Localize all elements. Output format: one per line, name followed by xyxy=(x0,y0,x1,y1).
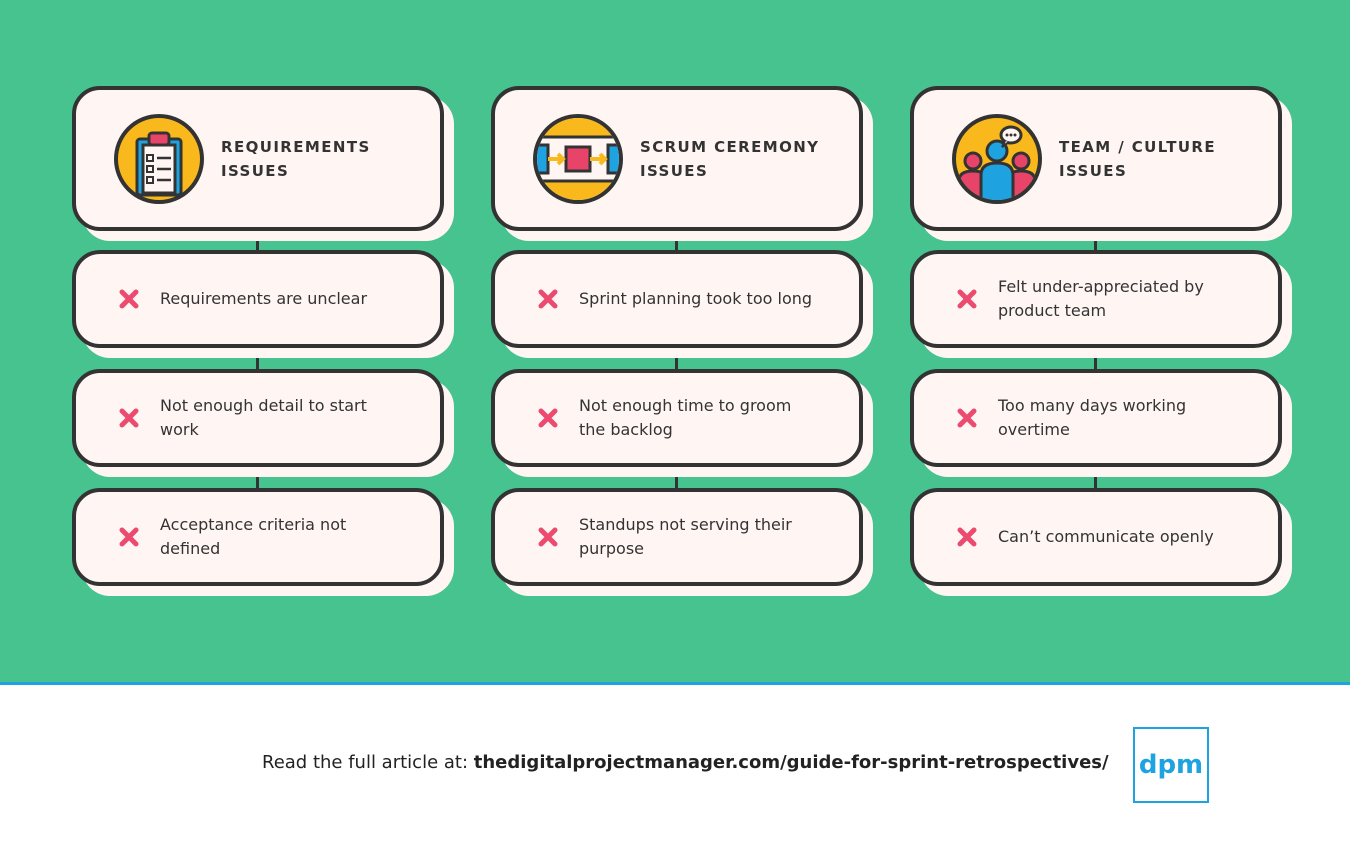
connector-line xyxy=(256,231,259,488)
issue-text: Felt under-appreciated by product team xyxy=(998,277,1204,320)
footer-caption: Read the full article at: thedigitalproj… xyxy=(262,752,1109,773)
issue-card: Too many days working overtime xyxy=(910,369,1292,477)
dpm-logo: dpm xyxy=(1133,727,1209,803)
issue-card: Standups not serving their purpose xyxy=(491,488,873,596)
header-card-scrum-ceremony: SCRUM CEREMONY ISSUES xyxy=(491,86,873,241)
x-mark-icon xyxy=(538,408,558,428)
column-requirements: REQUIREMENTS ISSUES Requirements are unc… xyxy=(72,0,454,682)
issue-card: Sprint planning took too long xyxy=(491,250,873,358)
header-title: REQUIREMENTS ISSUES xyxy=(221,137,371,180)
column-team-culture: TEAM / CULTURE ISSUES Felt under-appreci… xyxy=(910,0,1292,682)
x-mark-icon xyxy=(957,289,977,309)
process-flow-icon xyxy=(532,113,624,205)
issue-card: Acceptance criteria not defined xyxy=(72,488,454,596)
x-mark-icon xyxy=(957,408,977,428)
issue-text: Can’t communicate openly xyxy=(998,527,1214,546)
issue-text: Too many days working overtime xyxy=(998,396,1187,439)
x-mark-icon xyxy=(119,408,139,428)
issue-text: Sprint planning took too long xyxy=(579,289,813,308)
issue-card: Not enough time to groom the backlog xyxy=(491,369,873,477)
issue-text: Acceptance criteria not defined xyxy=(160,515,347,558)
x-mark-icon xyxy=(538,527,558,547)
team-icon xyxy=(951,113,1043,205)
issue-card: Not enough detail to start work xyxy=(72,369,454,477)
clipboard-icon xyxy=(113,113,205,205)
divider-line xyxy=(0,682,1350,685)
column-scrum-ceremony: SCRUM CEREMONY ISSUES Sprint planning to… xyxy=(491,0,873,682)
header-title: TEAM / CULTURE ISSUES xyxy=(1059,137,1217,180)
x-mark-icon xyxy=(119,289,139,309)
issue-card: Can’t communicate openly xyxy=(910,488,1292,596)
connector-line xyxy=(675,231,678,488)
connector-line xyxy=(1094,231,1097,488)
x-mark-icon xyxy=(538,289,558,309)
issue-text: Not enough time to groom the backlog xyxy=(579,396,792,439)
x-mark-icon xyxy=(119,527,139,547)
issue-text: Not enough detail to start work xyxy=(160,396,367,439)
issue-card: Requirements are unclear xyxy=(72,250,454,358)
header-title: SCRUM CEREMONY ISSUES xyxy=(640,137,820,180)
header-card-team-culture: TEAM / CULTURE ISSUES xyxy=(910,86,1292,241)
x-mark-icon xyxy=(957,527,977,547)
footer-prefix: Read the full article at: xyxy=(262,752,474,773)
issue-text: Standups not serving their purpose xyxy=(579,515,792,558)
issue-text: Requirements are unclear xyxy=(160,289,368,308)
issue-card: Felt under-appreciated by product team xyxy=(910,250,1292,358)
header-card-requirements: REQUIREMENTS ISSUES xyxy=(72,86,454,241)
article-link[interactable]: thedigitalprojectmanager.com/guide-for-s… xyxy=(473,752,1109,773)
